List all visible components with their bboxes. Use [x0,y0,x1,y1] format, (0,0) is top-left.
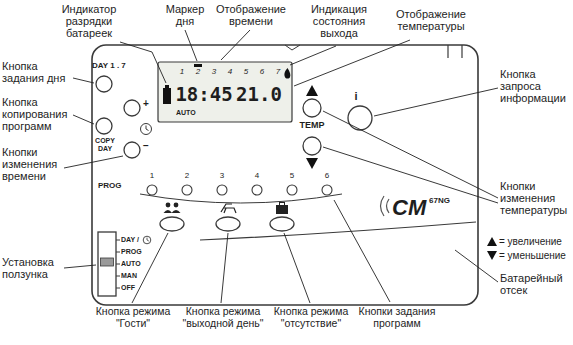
button-text: DAY [92,145,118,153]
button-text: TEMP [294,121,330,131]
callout-label: Индикатор разрядки батареек [56,3,122,39]
slider-label: DAY / [121,236,145,244]
callout-label: Кнопка задания дня [2,60,72,84]
flame-icon [284,68,290,79]
logo-text: 67NG [429,197,459,206]
program-number: 4 [253,172,261,181]
battery-icon [163,88,171,104]
weekend-mode-button [216,217,240,231]
lcd-day-number: 7 [274,68,282,77]
callout-label: Кнопка режима "отсутствие" [270,306,352,329]
lcd-temperature: 21.0 [234,84,284,105]
callout-label: Отображение времени [216,3,286,27]
lcd-time: 18:45 [174,84,234,105]
lcd-day-number: 4 [226,68,234,77]
away-icon [276,203,288,215]
day-button [96,76,112,92]
temp-down-button [303,137,321,155]
callout-label: Кнопки задания программ [354,306,440,329]
info-button [348,106,372,130]
program-number: 3 [218,172,226,181]
button-text: PROG [98,182,128,191]
lcd-mode: AUTO [176,109,202,117]
program-number: 1 [148,172,156,181]
lcd-day-number: 1 [178,68,186,77]
copy-button [96,118,112,134]
leader-lines [64,30,498,303]
lcd-display [158,62,292,122]
program-number: 6 [323,172,331,181]
program-number: 5 [288,172,296,181]
lcd-day-number: 5 [242,68,250,77]
program-button [182,185,192,195]
day-marker [194,64,202,67]
slider-label: OFF [121,284,149,292]
clock-symbol [141,124,152,135]
slider-ticks [116,240,120,288]
logo-waves [381,196,390,216]
program-number: 2 [183,172,191,181]
callout-label: Установка ползунка [2,256,72,280]
callout-label: Кнопка режима "выходной день" [178,306,268,329]
slider-label: MAN [121,272,149,280]
up-arrow-symbol [487,237,497,246]
lcd-day-number: 2 [194,68,202,77]
slider-knob [101,258,114,266]
callout-label: Батарейный отсек [500,272,570,296]
callout-label: Маркер дня [160,3,210,27]
callout-label: Отображение температуры [394,8,468,32]
clock-symbol [147,238,149,241]
legend-text: = увеличение [499,236,571,247]
button-text: COPY [92,137,118,145]
button-text: + [141,98,151,109]
lcd-day-number: 6 [258,68,266,77]
program-button [322,185,332,195]
clock-symbol [143,236,151,244]
program-button [252,185,262,195]
program-button [217,185,227,195]
weekend-icon [221,204,236,213]
housing-notch [461,45,462,58]
housing-outline [92,45,478,305]
callout-label: Кнопки изменения температуры [500,180,570,216]
slider-label: AUTO [121,260,149,268]
program-button [147,185,157,195]
up-arrow-symbol [306,85,318,96]
temp-up-button [303,99,321,117]
legend-text: = уменьшение [499,250,571,261]
callout-label: Индикация состояния выхода [304,3,374,39]
battery-compartment-line [200,222,476,240]
callout-label: Кнопка копирования программ [2,96,72,132]
down-arrow-symbol [487,251,497,260]
button-text: − [141,140,151,151]
housing-notch [447,45,448,58]
time-plus-button [124,100,140,116]
callout-label: Кнопка запроса информации [500,68,570,104]
away-mode-button [270,217,294,231]
program-curve [140,194,342,203]
callout-label: Кнопка режима "Гости" [92,306,174,329]
button-text: i [350,90,362,102]
program-button [287,185,297,195]
housing-groove [285,45,300,50]
callout-label: Кнопки изменения времени [2,146,72,182]
clock-symbol [146,126,149,131]
slider-label: PROG [121,248,149,256]
down-arrow-symbol [306,158,318,169]
lcd-day-number: 3 [210,68,218,77]
guest-mode-button [160,217,184,231]
logo-text: CM [392,196,430,220]
time-minus-button [124,142,140,158]
guest-icon [164,203,181,213]
button-text: DAY 1 . 7 [92,62,134,71]
battery-icon [165,85,169,88]
slider-track [98,232,116,296]
